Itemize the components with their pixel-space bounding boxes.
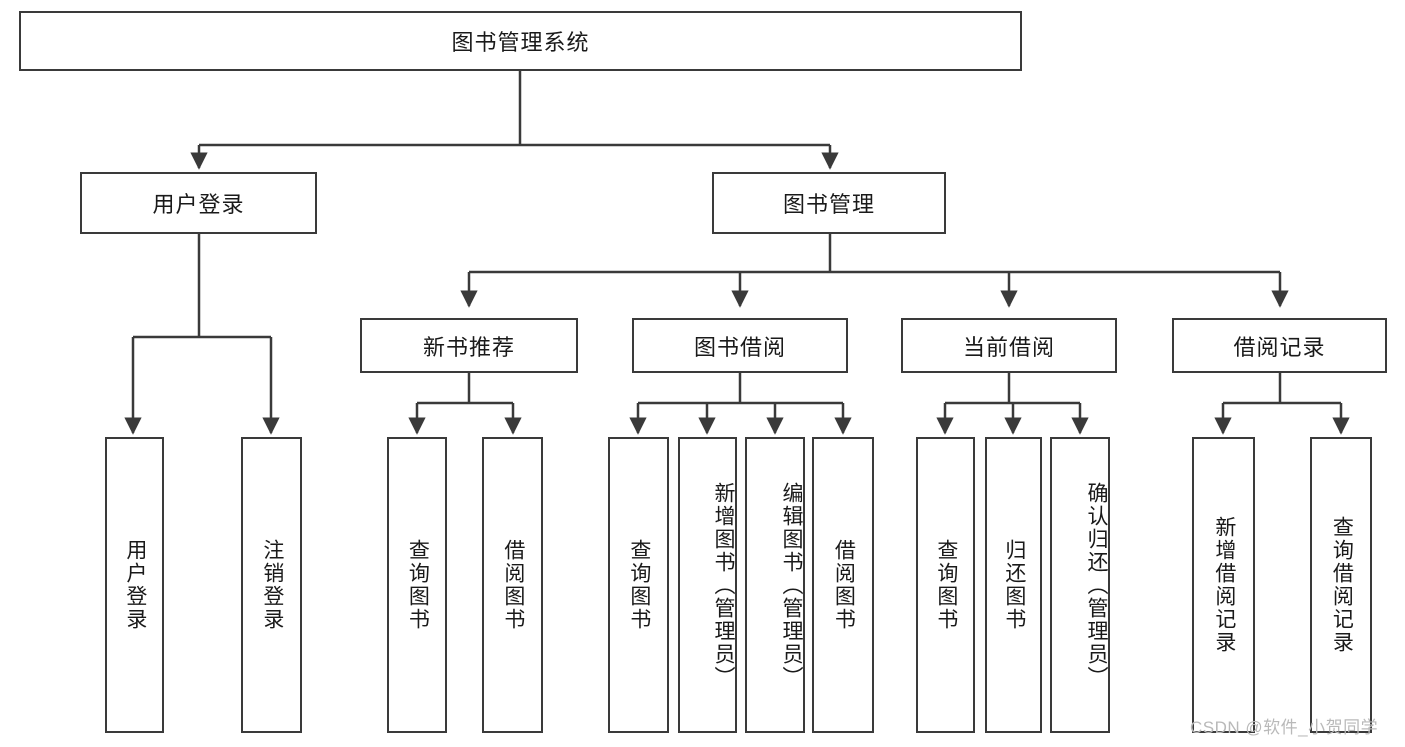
node-leaf-query-book-2-label: 查询图书: [627, 539, 651, 631]
node-leaf-add-record[interactable]: 新增借阅记录: [1192, 437, 1255, 733]
node-leaf-query-record-label: 查询借阅记录: [1330, 516, 1354, 654]
node-leaf-add-record-label: 新增借阅记录: [1212, 516, 1236, 654]
node-leaf-user-login-label: 用户登录: [123, 539, 147, 631]
node-new-book-recommend-label: 新书推荐: [422, 334, 515, 360]
node-leaf-borrow-book-2[interactable]: 借阅图书: [812, 437, 874, 733]
node-leaf-confirm-return[interactable]: 确认归还（管理员）: [1050, 437, 1110, 733]
node-leaf-logout-login[interactable]: 注销登录: [241, 437, 302, 733]
node-leaf-borrow-book-2-label: 借阅图书: [832, 539, 856, 631]
node-leaf-confirm-return-label: 确认归还（管理员）: [1085, 481, 1108, 689]
node-leaf-return-book[interactable]: 归还图书: [985, 437, 1042, 733]
node-leaf-edit-book-label: 编辑图书（管理员）: [780, 481, 803, 689]
node-leaf-logout-login-label: 注销登录: [260, 539, 284, 631]
node-book-borrow-label: 图书借阅: [693, 334, 786, 360]
node-borrow-record[interactable]: 借阅记录: [1172, 318, 1387, 373]
node-book-management[interactable]: 图书管理: [712, 172, 946, 234]
node-current-borrow[interactable]: 当前借阅: [901, 318, 1117, 373]
node-root[interactable]: 图书管理系统: [19, 11, 1022, 71]
node-leaf-query-book-2[interactable]: 查询图书: [608, 437, 669, 733]
node-leaf-query-book-3[interactable]: 查询图书: [916, 437, 975, 733]
node-leaf-add-book[interactable]: 新增图书（管理员）: [678, 437, 737, 733]
node-leaf-return-book-label: 归还图书: [1002, 539, 1026, 631]
node-current-borrow-label: 当前借阅: [962, 334, 1055, 360]
node-leaf-edit-book[interactable]: 编辑图书（管理员）: [745, 437, 805, 733]
node-root-label: 图书管理系统: [451, 30, 590, 55]
node-leaf-query-book-1[interactable]: 查询图书: [387, 437, 447, 733]
node-book-management-label: 图书管理: [782, 192, 875, 217]
node-leaf-borrow-book-1-label: 借阅图书: [501, 539, 525, 631]
node-leaf-add-book-label: 新增图书（管理员）: [712, 481, 735, 689]
node-leaf-query-record[interactable]: 查询借阅记录: [1310, 437, 1372, 733]
node-user-login-label: 用户登录: [152, 192, 245, 217]
node-leaf-borrow-book-1[interactable]: 借阅图书: [482, 437, 543, 733]
node-book-borrow[interactable]: 图书借阅: [632, 318, 848, 373]
node-user-login[interactable]: 用户登录: [80, 172, 317, 234]
node-borrow-record-label: 借阅记录: [1233, 334, 1326, 360]
node-leaf-user-login[interactable]: 用户登录: [105, 437, 164, 733]
node-new-book-recommend[interactable]: 新书推荐: [360, 318, 578, 373]
node-leaf-query-book-3-label: 查询图书: [934, 539, 958, 631]
node-leaf-query-book-1-label: 查询图书: [406, 539, 430, 631]
